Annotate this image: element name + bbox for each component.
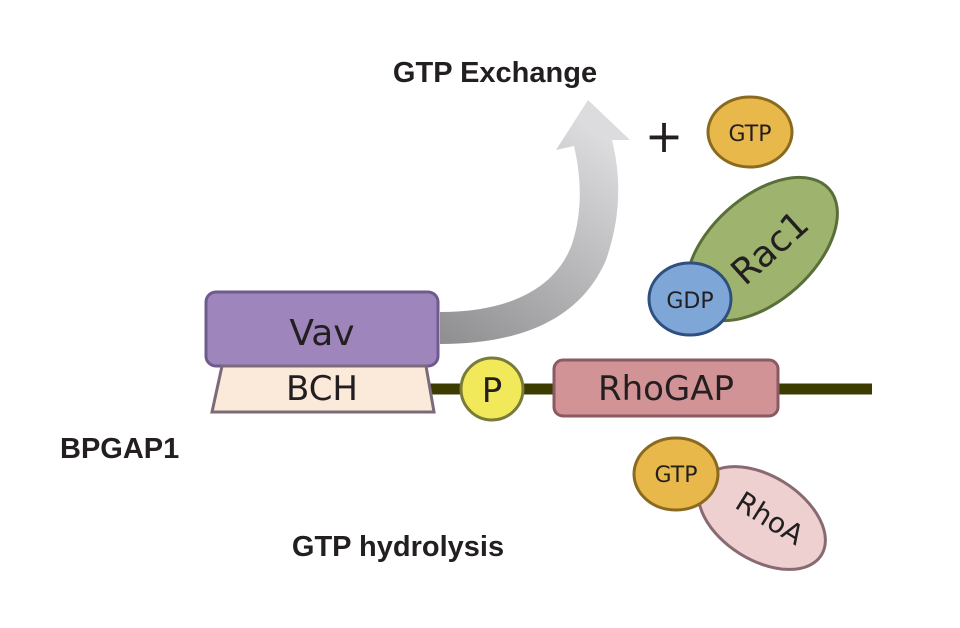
bch-domain [210, 364, 436, 414]
gtp-exchange-title: GTP Exchange [393, 57, 597, 89]
bch-label: BCH [286, 369, 358, 409]
gtp-free [706, 95, 794, 169]
gdp-label: GDP [666, 289, 713, 314]
gtp-free-label: GTP [729, 122, 772, 147]
plus-sign: + [645, 109, 684, 163]
gtp-bound [632, 436, 720, 512]
gtp-hydrolysis-title: GTP hydrolysis [292, 531, 504, 563]
phospho-label: P [482, 371, 503, 411]
rhogap-domain [552, 358, 780, 418]
protein-name-label: BPGAP1 [60, 433, 179, 465]
gtp-exchange-arrow [440, 100, 630, 344]
gdp-molecule [647, 261, 733, 337]
vav-label: Vav [289, 313, 354, 354]
phospho-site [459, 356, 525, 422]
rhogap-label: RhoGAP [598, 369, 734, 409]
gtp-bound-label: GTP [655, 463, 698, 488]
